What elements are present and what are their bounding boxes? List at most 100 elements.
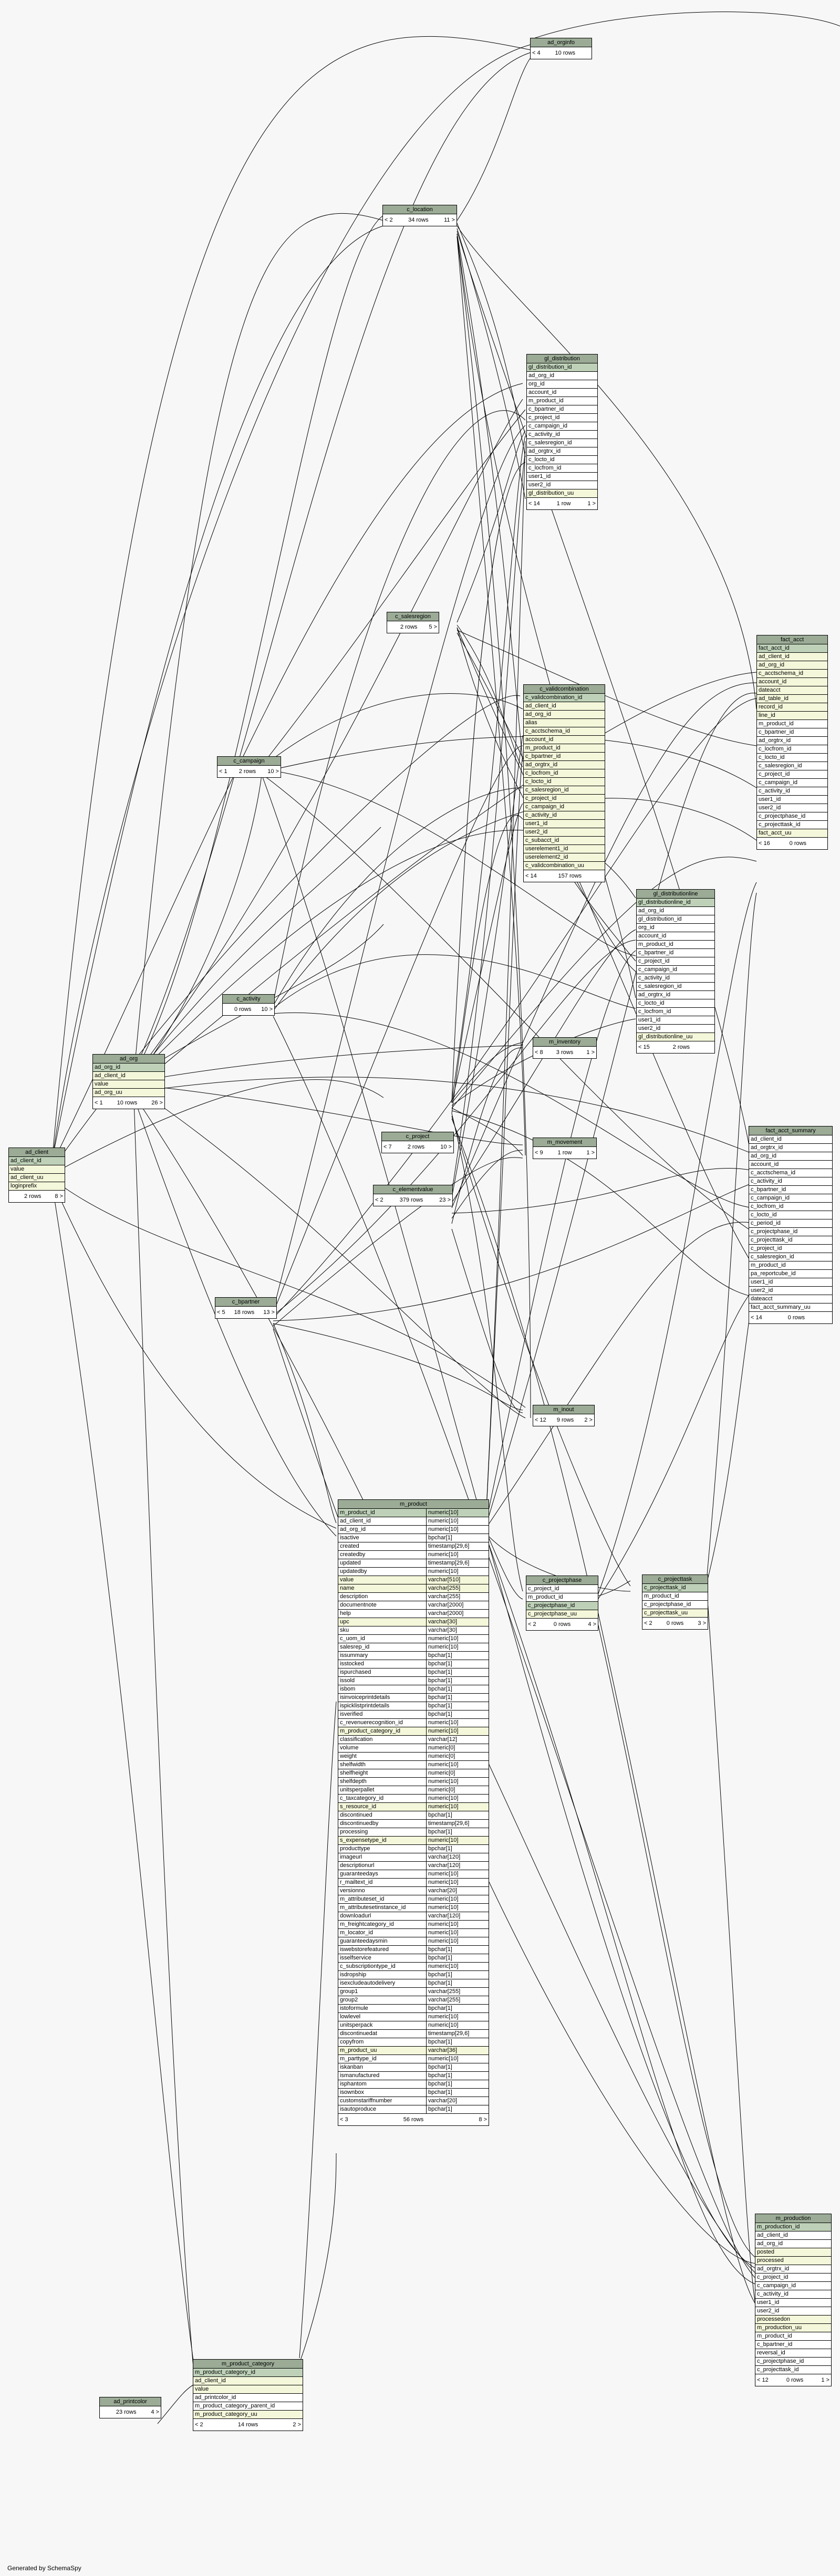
column-row[interactable]: gl_distributionline_id (637, 899, 714, 907)
table-title[interactable]: c_location (383, 205, 457, 214)
column-row[interactable]: c_campaign_id (637, 966, 714, 974)
column-row[interactable]: c_campaign_id (757, 779, 827, 787)
column-row[interactable]: c_salesregion_id (637, 983, 714, 991)
column-row[interactable]: c_project_id (527, 414, 597, 422)
column-row[interactable]: user2_id (757, 804, 827, 812)
column-row[interactable]: user2_id (527, 481, 597, 489)
column-row[interactable]: c_salesregion_id (749, 1253, 832, 1261)
column-row[interactable]: c_campaign_id (527, 422, 597, 431)
column-row[interactable]: c_bpartner_id (637, 949, 714, 957)
column-row[interactable]: ad_orgtrx_id (524, 761, 605, 769)
column-row[interactable]: org_id (527, 380, 597, 389)
column-row[interactable]: c_projecttask_id (642, 1584, 708, 1592)
column-row[interactable]: c_locfrom_id (637, 1008, 714, 1016)
column-row[interactable]: alias (524, 719, 605, 727)
column-row[interactable]: c_activity_id (757, 787, 827, 796)
table-title[interactable]: c_project (382, 1132, 453, 1141)
column-row[interactable]: value (93, 1080, 164, 1089)
column-row[interactable]: c_validcombination_id (524, 694, 605, 702)
column-row[interactable]: c_bpartner_id (757, 728, 827, 737)
table-title[interactable]: m_production (755, 2214, 831, 2223)
column-row[interactable]: dateacct (757, 686, 827, 695)
column-row[interactable]: user1_id (755, 2299, 831, 2307)
column-row[interactable]: m_product_id (526, 1593, 598, 1602)
column-row[interactable]: processed (755, 2257, 831, 2265)
table-title[interactable]: m_movement (533, 1138, 596, 1147)
column-row[interactable]: m_product_category_parent_id (193, 2402, 303, 2411)
column-row[interactable]: c_activity_id (527, 431, 597, 439)
column-row[interactable]: user1_id (749, 1278, 832, 1287)
column-row[interactable]: user2_id (755, 2307, 831, 2316)
column-row[interactable]: ad_orgtrx_id (757, 737, 827, 745)
column-row[interactable]: processedon (755, 2316, 831, 2324)
table-title[interactable]: m_product_category (193, 2360, 303, 2369)
column-row[interactable]: c_activity_id (637, 974, 714, 983)
column-row[interactable]: ad_client_uu (9, 1174, 65, 1182)
column-row[interactable]: c_projectphase_id (642, 1601, 708, 1609)
table-title[interactable]: m_product (338, 1500, 489, 1509)
table-title[interactable]: c_campaign (217, 757, 281, 766)
column-row[interactable]: c_period_id (749, 1219, 832, 1228)
column-row[interactable]: c_subacct_id (524, 837, 605, 845)
column-row[interactable]: ad_client_id (9, 1157, 65, 1165)
column-row[interactable]: org_id (637, 924, 714, 932)
table-title[interactable]: c_projectphase (526, 1576, 598, 1585)
column-row[interactable]: gl_distribution_id (527, 363, 597, 372)
column-row[interactable]: account_id (637, 932, 714, 941)
column-row[interactable]: m_product_id (642, 1592, 708, 1601)
column-row[interactable]: user2_id (524, 828, 605, 837)
column-row[interactable]: c_locto_id (527, 456, 597, 464)
column-row[interactable]: c_projectphase_id (526, 1602, 598, 1610)
column-row[interactable]: ad_org_id (527, 372, 597, 380)
column-row[interactable]: c_locto_id (524, 778, 605, 786)
column-row[interactable]: fact_acct_summary_uu (749, 1303, 832, 1312)
table-title[interactable]: ad_printcolor (100, 2397, 161, 2406)
column-row[interactable]: c_locfrom_id (527, 464, 597, 473)
column-row[interactable]: c_projecttask_id (749, 1236, 832, 1245)
column-row[interactable]: user1_id (637, 1016, 714, 1025)
column-row[interactable]: c_campaign_id (524, 803, 605, 811)
column-row[interactable]: ad_client_id (757, 653, 827, 661)
column-row[interactable]: ad_client_id (93, 1072, 164, 1080)
table-title[interactable]: c_activity (223, 995, 274, 1004)
column-row[interactable]: c_projectphase_id (749, 1228, 832, 1236)
column-row[interactable]: c_locto_id (637, 999, 714, 1008)
column-row[interactable]: account_id (524, 736, 605, 744)
